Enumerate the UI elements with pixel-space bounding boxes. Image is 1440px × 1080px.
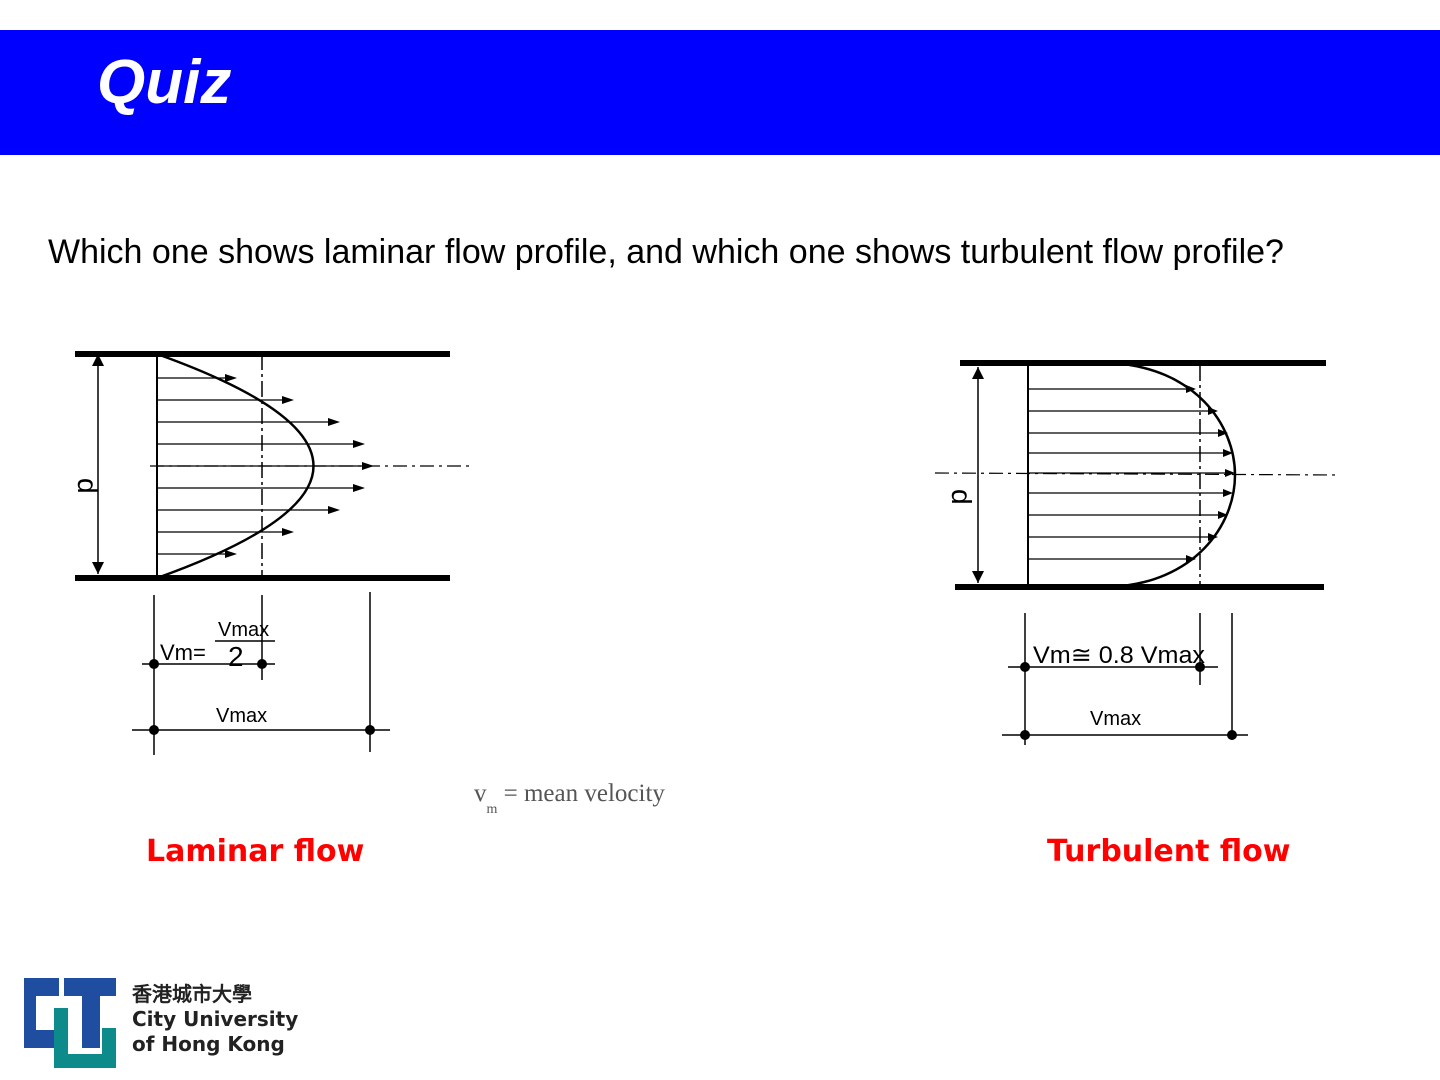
question-text: Which one shows laminar flow profile, an… bbox=[48, 233, 1284, 271]
legend-text: = mean velocity bbox=[503, 780, 665, 807]
vm-denominator: 2 bbox=[228, 641, 244, 672]
turbulent-flow-label: Turbulent flow bbox=[1047, 834, 1291, 869]
turbulent-diagram: d Vm≅ 0.8 Vmax Vmax bbox=[934, 360, 1341, 745]
vm-label: Vm= bbox=[160, 640, 206, 665]
flat-profile bbox=[1109, 361, 1237, 589]
laminar-flow-label: Laminar flow bbox=[146, 834, 365, 869]
vm-label: Vm≅ 0.8 Vmax bbox=[1033, 642, 1205, 669]
university-name-line1: City University bbox=[132, 1007, 299, 1031]
university-name-line2: of Hong Kong bbox=[132, 1032, 285, 1056]
vmax-numerator: Vmax bbox=[218, 619, 269, 641]
velocity-arrows bbox=[157, 377, 362, 555]
cityu-logo-icon bbox=[24, 978, 116, 1068]
university-name-chinese: 香港城市大學 bbox=[132, 982, 252, 1006]
legend-sub: m bbox=[486, 802, 498, 817]
velocity-arrows bbox=[1028, 388, 1225, 560]
d-label: d bbox=[72, 478, 103, 494]
university-name: 香港城市大學 City University of Hong Kong bbox=[132, 982, 298, 1057]
slide-title: Quiz bbox=[97, 48, 232, 117]
centerline bbox=[934, 472, 1341, 476]
legend-v: v bbox=[474, 780, 487, 807]
d-label: d bbox=[946, 489, 977, 505]
mean-velocity-legend: vm = mean velocity bbox=[474, 780, 665, 817]
title-bar bbox=[0, 30, 1440, 155]
vmax-label: Vmax bbox=[1090, 708, 1141, 730]
laminar-diagram: d Vm= Vmax 2 Vmax bbox=[72, 351, 470, 755]
vmax-label: Vmax bbox=[216, 705, 267, 727]
